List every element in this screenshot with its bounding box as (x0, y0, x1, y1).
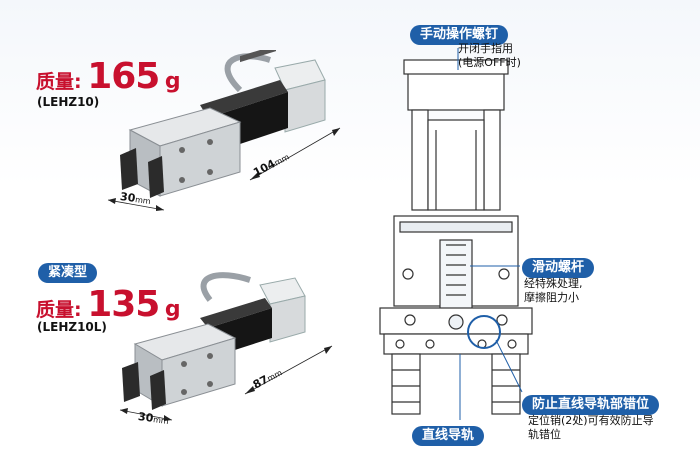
anti-shift-highlight (467, 315, 501, 349)
callout-manual-screw-title: 手动操作螺钉 (410, 25, 509, 45)
dim-unit: mm (134, 195, 152, 207)
finger-left (120, 148, 138, 190)
finger-right (150, 370, 166, 410)
model-name-lehz10: (LEHZ10) (37, 95, 100, 109)
gripper-illustration-lehz10l (119, 272, 333, 421)
callout-linear-guide-title: 直线导轨 (412, 426, 485, 446)
cable (224, 53, 271, 93)
linear-guide-rail (383, 333, 529, 355)
finger-left (122, 362, 140, 402)
dim-unit: mm (152, 415, 170, 427)
model-name-lehz10l: (LEHZ10L) (37, 320, 107, 334)
cross-section-drawing (379, 48, 533, 420)
callout-slide-screw-note: 经特殊处理, 摩擦阻力小 (524, 277, 583, 305)
note-line: 轨错位 (528, 428, 561, 441)
mass-label-lehz10: 质量: 165 g (36, 56, 181, 97)
note-line: 定位销(2处)可有效防止导 (528, 414, 654, 427)
cable (200, 272, 251, 302)
mass-prefix: 质量: (36, 299, 82, 321)
mass-unit: g (164, 69, 181, 94)
mass-value: 135 (87, 284, 160, 325)
mass-prefix: 质量: (36, 71, 82, 93)
gripper-illustration-lehz10 (107, 50, 341, 211)
note-line: 经特殊处理, (524, 277, 583, 290)
motor-top-block (407, 69, 505, 111)
finger-left (391, 353, 421, 415)
note-line: 摩擦阻力小 (524, 291, 579, 304)
callout-anti-shift-title: 防止直线导轨部错位 (522, 395, 660, 415)
finger-right (491, 353, 521, 415)
mass-label-lehz10l: 质量: 135 g (36, 284, 181, 325)
mass-unit: g (164, 297, 181, 322)
callout-manual-screw-note: 开闭手指用 (电源OFF时) (458, 42, 521, 70)
note-line: (电源OFF时) (458, 56, 521, 69)
note-line: 开闭手指用 (458, 42, 513, 55)
finger-right (148, 156, 164, 198)
callout-slide-screw-title: 滑动螺杆 (522, 258, 595, 278)
mass-value: 165 (87, 56, 160, 97)
callout-anti-shift-note: 定位销(2处)可有效防止导 轨错位 (528, 414, 654, 442)
compact-type-badge: 紧凑型 (38, 263, 98, 283)
